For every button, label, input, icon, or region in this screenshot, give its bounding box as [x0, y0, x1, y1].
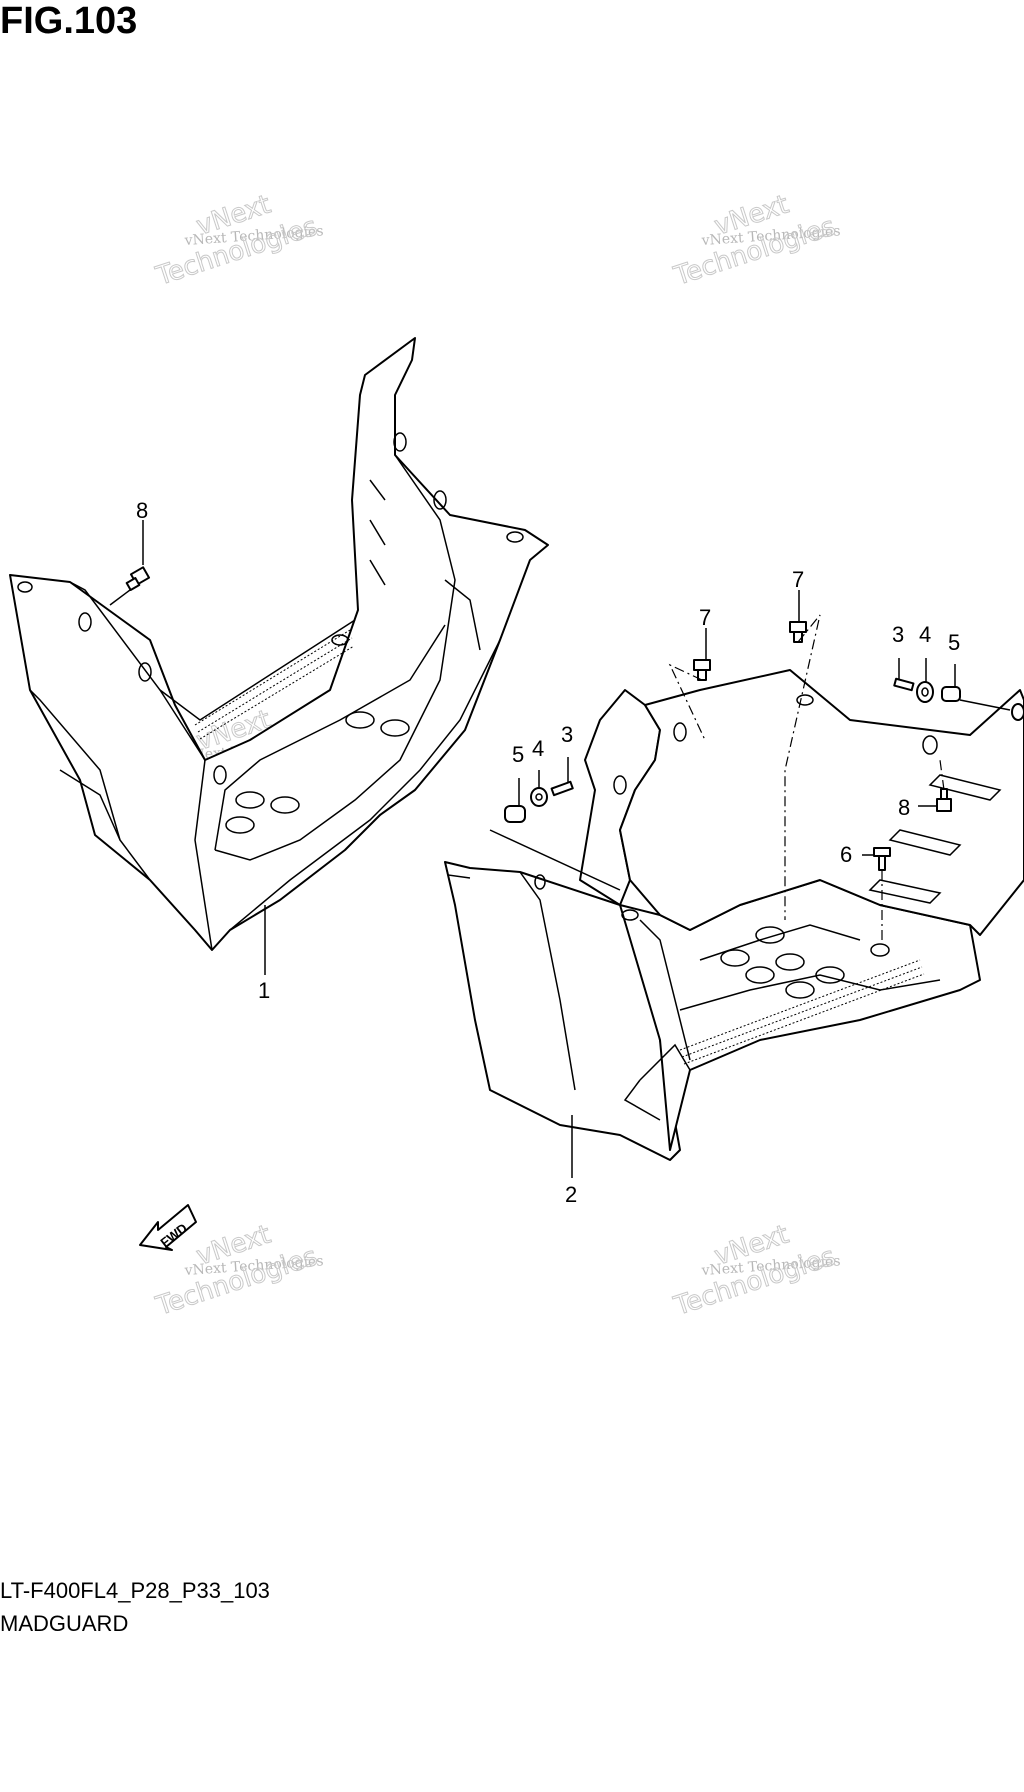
diagram-name: MADGUARD	[0, 1611, 129, 1636]
watermark-bottom-right: vNext Technologies vNext Technologies	[669, 1219, 841, 1322]
left-mudguard-part	[9, 337, 549, 951]
callout-7-left: 7	[699, 605, 711, 630]
fastener-3-left	[550, 780, 574, 797]
watermark-top-right: vNext Technologies vNext Technologies	[669, 189, 841, 292]
leader-7a-dash	[668, 663, 706, 741]
leader-5b-tail	[959, 699, 1011, 711]
leader-8a-tail	[109, 589, 131, 606]
callout-3-right: 3	[892, 622, 904, 647]
fastener-edge-right	[1011, 703, 1024, 721]
leader-5a-tail	[489, 829, 621, 891]
callout-6: 6	[840, 842, 852, 867]
callout-7-right: 7	[792, 567, 804, 592]
fastener-8-left	[125, 566, 151, 591]
leader-8b-dash	[939, 759, 945, 791]
callout-8-right: 8	[898, 795, 910, 820]
callout-4-right: 4	[919, 622, 931, 647]
fastener-7-right	[789, 621, 807, 643]
callout-3-left: 3	[561, 722, 573, 747]
collar-5-left	[504, 805, 526, 823]
leader-7b-dash	[784, 614, 821, 920]
washer-4-right	[916, 681, 934, 703]
washer-4-left	[530, 787, 548, 807]
callout-1: 1	[258, 978, 270, 1003]
watermark-top-left: vNext Technologies vNext Technologies	[151, 189, 324, 292]
callout-2: 2	[565, 1182, 577, 1207]
collar-5-right	[941, 686, 961, 702]
figure-title: FIG.103	[0, 0, 138, 42]
diagram-code: LT-F400FL4_P28_P33_103	[0, 1578, 270, 1603]
fastener-3-right	[893, 677, 915, 692]
callout-5-left: 5	[512, 742, 524, 767]
callout-5-right: 5	[948, 630, 960, 655]
callout-4-left: 4	[532, 736, 544, 761]
fwd-arrow-icon: FWD	[139, 1204, 197, 1251]
right-mudguard-part	[444, 669, 1024, 1161]
callout-8-left: 8	[136, 498, 148, 523]
